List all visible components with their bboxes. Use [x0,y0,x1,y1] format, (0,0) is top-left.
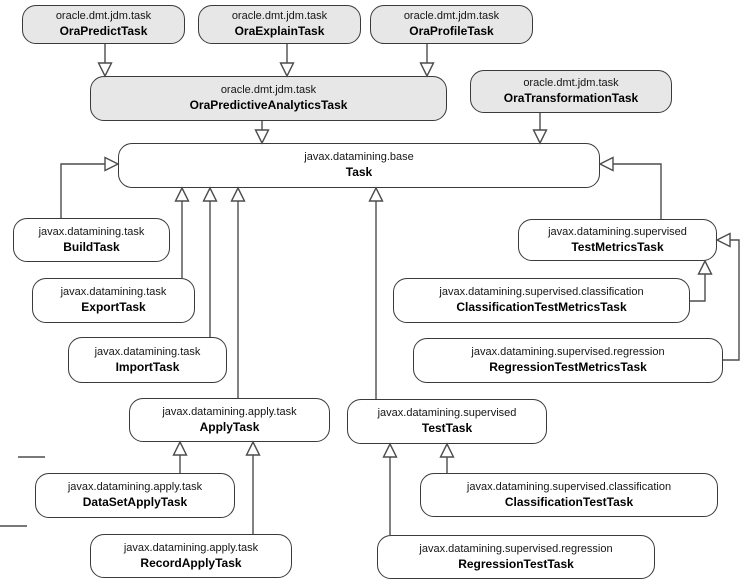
class-node-classification-test-metrics-task: javax.datamining.supervised.classificati… [393,278,690,323]
package-label: javax.datamining.task [94,345,201,358]
edge-classification-test-metrics-task-to-test-metrics-task [690,274,706,302]
inheritance-arrow-icon [697,259,713,275]
inheritance-arrow-icon [245,440,261,456]
class-node-ora-predictive-analytics-task: oracle.dmt.jdm.task OraPredictiveAnalyti… [90,76,447,121]
class-node-ora-profile-task: oracle.dmt.jdm.task OraProfileTask [370,5,533,44]
class-label: OraExplainTask [234,24,325,39]
inheritance-arrow-icon [97,62,113,78]
package-label: javax.datamining.supervised.classificati… [439,286,644,299]
class-node-ora-predict-task: oracle.dmt.jdm.task OraPredictTask [22,5,185,44]
class-node-ora-explain-task: oracle.dmt.jdm.task OraExplainTask [198,5,361,44]
package-label: javax.datamining.base [304,151,414,164]
package-label: javax.datamining.apply.task [123,541,259,554]
package-label: javax.datamining.apply.task [67,481,203,494]
class-node-regression-test-metrics-task: javax.datamining.supervised.regression R… [413,338,723,383]
inheritance-arrow-icon [598,156,614,172]
package-label: javax.datamining.supervised.regression [471,346,665,359]
class-node-test-task: javax.datamining.supervised TestTask [347,399,547,444]
class-node-classification-test-task: javax.datamining.supervised.classificati… [420,473,718,517]
class-label: DataSetApplyTask [82,495,188,510]
class-label: ApplyTask [199,419,260,434]
class-label: TestTask [421,421,473,436]
inheritance-arrow-icon [532,129,548,145]
class-node-build-task: javax.datamining.task BuildTask [13,218,170,262]
inheritance-arrow-icon [368,186,384,202]
class-node-import-task: javax.datamining.task ImportTask [68,337,227,383]
inheritance-arrow-icon [419,62,435,78]
inheritance-arrow-icon [279,62,295,78]
class-node-test-metrics-task: javax.datamining.supervised TestMetricsT… [518,219,717,261]
class-label: OraPredictiveAnalyticsTask [189,98,348,113]
inheritance-arrow-icon [715,232,731,248]
class-label: ImportTask [115,359,180,374]
package-label: oracle.dmt.jdm.task [220,84,317,97]
package-label: javax.datamining.supervised [377,407,517,420]
class-node-apply-task: javax.datamining.apply.task ApplyTask [129,398,330,442]
class-node-data-set-apply-task: javax.datamining.apply.task DataSetApply… [35,473,235,518]
class-label: ClassificationTestMetricsTask [456,300,627,315]
inheritance-arrow-icon [439,442,455,458]
edge-test-metrics-task-to-task [613,163,662,219]
inheritance-arrow-icon [382,442,398,458]
package-label: javax.datamining.task [60,286,167,299]
class-label: RegressionTestTask [458,556,574,571]
inheritance-arrow-icon [172,440,188,456]
class-label: TestMetricsTask [571,239,664,254]
package-label: oracle.dmt.jdm.task [55,10,152,23]
class-label: Task [345,165,373,180]
edge-regression-test-metrics-task-to-test-metrics-task [723,239,740,361]
class-node-ora-transformation-task: oracle.dmt.jdm.task OraTransformationTas… [470,70,672,113]
class-label: ClassificationTestTask [504,494,634,509]
inheritance-arrow-icon [254,129,270,145]
package-label: oracle.dmt.jdm.task [231,10,328,23]
class-label: BuildTask [63,239,120,254]
class-label: RegressionTestMetricsTask [489,360,647,375]
inheritance-arrow-icon [230,186,246,202]
class-label: OraPredictTask [59,24,148,39]
class-node-export-task: javax.datamining.task ExportTask [32,278,195,323]
inheritance-arrow-icon [104,156,120,172]
class-node-record-apply-task: javax.datamining.apply.task RecordApplyT… [90,534,292,578]
package-label: javax.datamining.supervised [548,225,687,238]
package-label: javax.datamining.supervised.regression [419,542,613,555]
package-label: javax.datamining.supervised.classificati… [466,480,672,493]
class-label: ExportTask [81,300,146,315]
class-node-task: javax.datamining.base Task [118,143,600,188]
package-label: javax.datamining.task [38,225,145,238]
edge-build-task-to-task [60,163,105,218]
class-label: OraTransformationTask [503,91,639,106]
inheritance-arrow-icon [174,186,190,202]
class-label: OraProfileTask [409,24,494,39]
inheritance-arrow-icon [202,186,218,202]
package-label: javax.datamining.apply.task [162,405,297,418]
package-label: oracle.dmt.jdm.task [403,10,500,23]
package-label: oracle.dmt.jdm.task [523,77,619,90]
class-label: RecordApplyTask [140,555,242,570]
class-node-regression-test-task: javax.datamining.supervised.regression R… [377,535,655,579]
